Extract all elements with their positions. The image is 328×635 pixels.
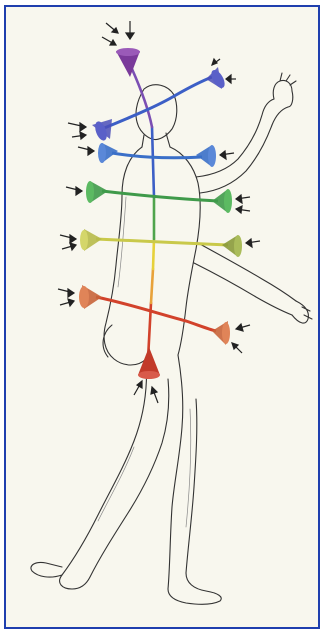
arrow-icon [134,381,142,395]
arrow-icon [236,195,250,203]
spine-segment-orange [151,269,153,303]
spine-segment-yellow [153,239,154,269]
arrow-icon [246,239,260,247]
arrow-icon [232,343,242,353]
chakra-crown [116,48,140,77]
chakra-band-throat [98,143,216,167]
arrow-icon [151,387,158,403]
arrow-icon [60,235,76,243]
arrow-icon [66,187,82,195]
arrow-icon [68,123,86,131]
spine-segment-violet [132,69,152,127]
energy-arrows [58,21,260,403]
raised-hand-outline [273,73,296,107]
arrow-icon [62,243,76,250]
arrow-icon [236,324,250,331]
torso-left-outline [104,147,146,365]
body-outline [31,73,312,604]
arrow-icon [72,132,86,139]
chakra-band-solar-plexus [80,229,242,257]
chakra-band-heart [86,181,232,213]
lower-arm-outline [194,243,296,315]
arrow-icon [212,59,220,65]
chakra-band-sacral [79,285,230,345]
spine-segment-blue [152,127,154,197]
arrow-icon [58,289,74,297]
arrow-icon [60,299,74,306]
illustration-frame [4,5,320,629]
arrow-icon [226,75,236,83]
arrow-icon [102,37,116,45]
chakra-band-head [92,67,227,142]
arrow-icon [236,206,250,213]
arrow-icon [106,23,118,33]
chakra-figure-illustration [6,7,320,629]
back-foot-outline [31,562,62,577]
arrow-icon [126,21,134,39]
arrow-icon [78,147,94,155]
raised-arm-outline [196,99,288,193]
lower-hand-outline [292,301,312,323]
front-leg-outline [168,355,221,604]
arrow-icon [220,151,234,159]
